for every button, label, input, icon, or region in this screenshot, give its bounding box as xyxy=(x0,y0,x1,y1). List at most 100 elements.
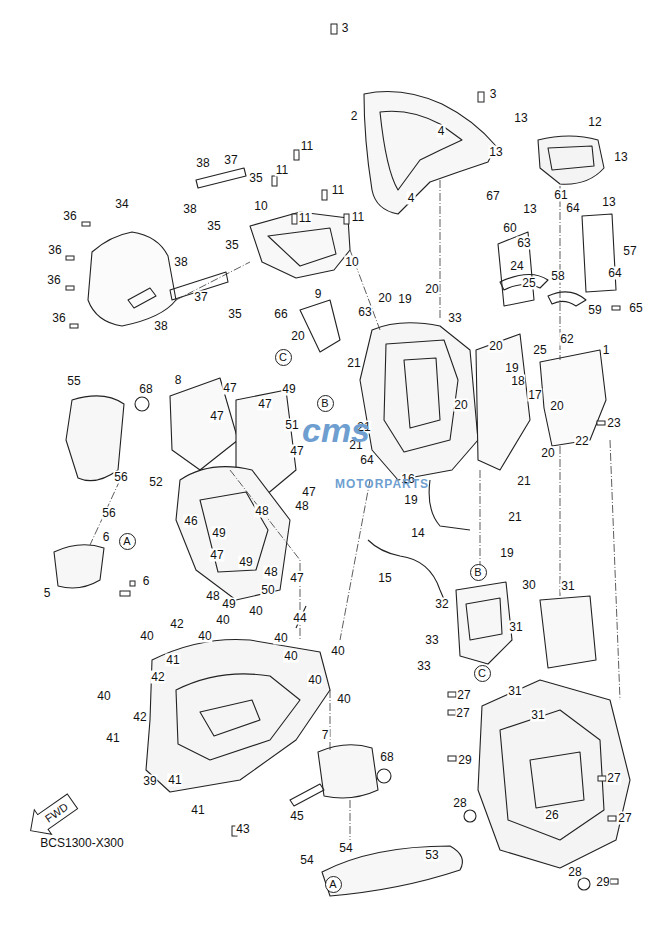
callout-number: 45 xyxy=(289,810,304,823)
callout-number: 40 xyxy=(139,630,154,643)
callout-number: 41 xyxy=(165,654,180,667)
callout-number: 64 xyxy=(565,202,580,215)
callout-number: 13 xyxy=(488,146,503,159)
callout-number: 35 xyxy=(206,220,221,233)
callout-number: 11 xyxy=(275,164,289,177)
reference-circle: C xyxy=(275,349,292,366)
reference-letter: B xyxy=(474,566,481,578)
callout-number: 46 xyxy=(183,515,198,528)
callout-number: 47 xyxy=(257,398,272,411)
callout-number: 56 xyxy=(113,471,128,484)
callout-number: 43 xyxy=(235,823,250,836)
callout-number: 54 xyxy=(299,854,314,867)
callout-number: 63 xyxy=(516,237,531,250)
callout-number: 25 xyxy=(521,277,536,290)
callout-number: 19 xyxy=(499,547,514,560)
callout-number: 40 xyxy=(336,693,351,706)
callout-number: 67 xyxy=(485,190,500,203)
callout-number: 40 xyxy=(96,690,111,703)
callout-number: 12 xyxy=(587,116,602,129)
reference-letter: A xyxy=(123,535,130,547)
watermark-text: MOTORPARTS xyxy=(334,478,430,491)
diagram-code: BCS1300-X300 xyxy=(39,837,124,850)
callout-number: 27 xyxy=(617,812,632,825)
reference-circle: C xyxy=(474,665,491,682)
callout-number: 36 xyxy=(47,244,62,257)
callout-number: 24 xyxy=(509,260,524,273)
callout-number: 42 xyxy=(132,711,147,724)
callout-number: 38 xyxy=(173,256,188,269)
callout-number: 35 xyxy=(227,308,242,321)
callout-number: 64 xyxy=(359,454,374,467)
callout-number: 40 xyxy=(248,605,263,618)
callout-number: 36 xyxy=(46,274,61,287)
callout-number: 27 xyxy=(456,689,471,702)
callout-number: 27 xyxy=(606,772,621,785)
callout-number: 28 xyxy=(567,866,582,879)
callout-number: 42 xyxy=(150,671,165,684)
callout-number: 13 xyxy=(601,196,616,209)
callout-number: 38 xyxy=(195,157,210,170)
reference-circle: B xyxy=(317,395,334,412)
callout-number: 10 xyxy=(344,256,359,269)
callout-number: 36 xyxy=(62,210,77,223)
callout-number: 21 xyxy=(507,511,522,524)
callout-number: 7 xyxy=(321,729,330,742)
callout-number: 48 xyxy=(263,566,278,579)
callout-number: 32 xyxy=(434,598,449,611)
callout-number: 39 xyxy=(142,775,157,788)
callout-number: 11 xyxy=(298,212,312,225)
callout-number: 48 xyxy=(205,590,220,603)
callout-number: 20 xyxy=(453,399,468,412)
reference-letter: C xyxy=(279,351,287,363)
callout-number: 6 xyxy=(142,575,151,588)
callout-number: 23 xyxy=(606,417,621,430)
callout-number: 19 xyxy=(397,293,412,306)
callout-number: 52 xyxy=(148,476,163,489)
callout-number: 68 xyxy=(379,751,394,764)
callout-number: 55 xyxy=(66,375,81,388)
callout-number: 60 xyxy=(502,222,517,235)
callout-number: 38 xyxy=(153,320,168,333)
callout-number: 47 xyxy=(209,549,224,562)
callout-number: 33 xyxy=(447,312,462,325)
callout-number: 42 xyxy=(169,618,184,631)
callout-number: 65 xyxy=(628,302,643,315)
callout-number: 47 xyxy=(209,410,224,423)
reference-circle: A xyxy=(325,876,342,893)
callout-number: 14 xyxy=(410,527,425,540)
reference-circle: A xyxy=(119,533,136,550)
reference-letter: C xyxy=(478,667,486,679)
callout-number: 34 xyxy=(114,198,129,211)
callout-number: 5 xyxy=(43,587,52,600)
callout-number: 66 xyxy=(273,308,288,321)
callout-number: 8 xyxy=(174,374,183,387)
callout-number: 40 xyxy=(215,614,230,627)
callout-number: 40 xyxy=(307,674,322,687)
callout-number: 11 xyxy=(331,184,345,197)
callout-number: 19 xyxy=(504,362,519,375)
callout-number: 31 xyxy=(508,621,523,634)
callout-number: 57 xyxy=(622,245,637,258)
callout-number: 53 xyxy=(424,849,439,862)
callout-number: 51 xyxy=(284,419,299,432)
callout-number: 41 xyxy=(167,774,182,787)
callout-number: 38 xyxy=(182,203,197,216)
callout-number: 40 xyxy=(283,650,298,663)
callout-number: 20 xyxy=(377,292,392,305)
callout-number: 68 xyxy=(138,383,153,396)
callout-number: 1 xyxy=(602,344,611,357)
callout-number: 20 xyxy=(488,340,503,353)
callout-number: 3 xyxy=(341,22,350,35)
callout-number: 37 xyxy=(193,291,208,304)
callout-number: 49 xyxy=(221,598,236,611)
callout-number: 44 xyxy=(292,612,307,625)
callout-number: 33 xyxy=(424,634,439,647)
callout-number: 64 xyxy=(607,267,622,280)
callout-number: 58 xyxy=(550,270,565,283)
callout-number: 47 xyxy=(222,382,237,395)
callout-number: 33 xyxy=(416,660,431,673)
callout-number: 6 xyxy=(102,531,111,544)
